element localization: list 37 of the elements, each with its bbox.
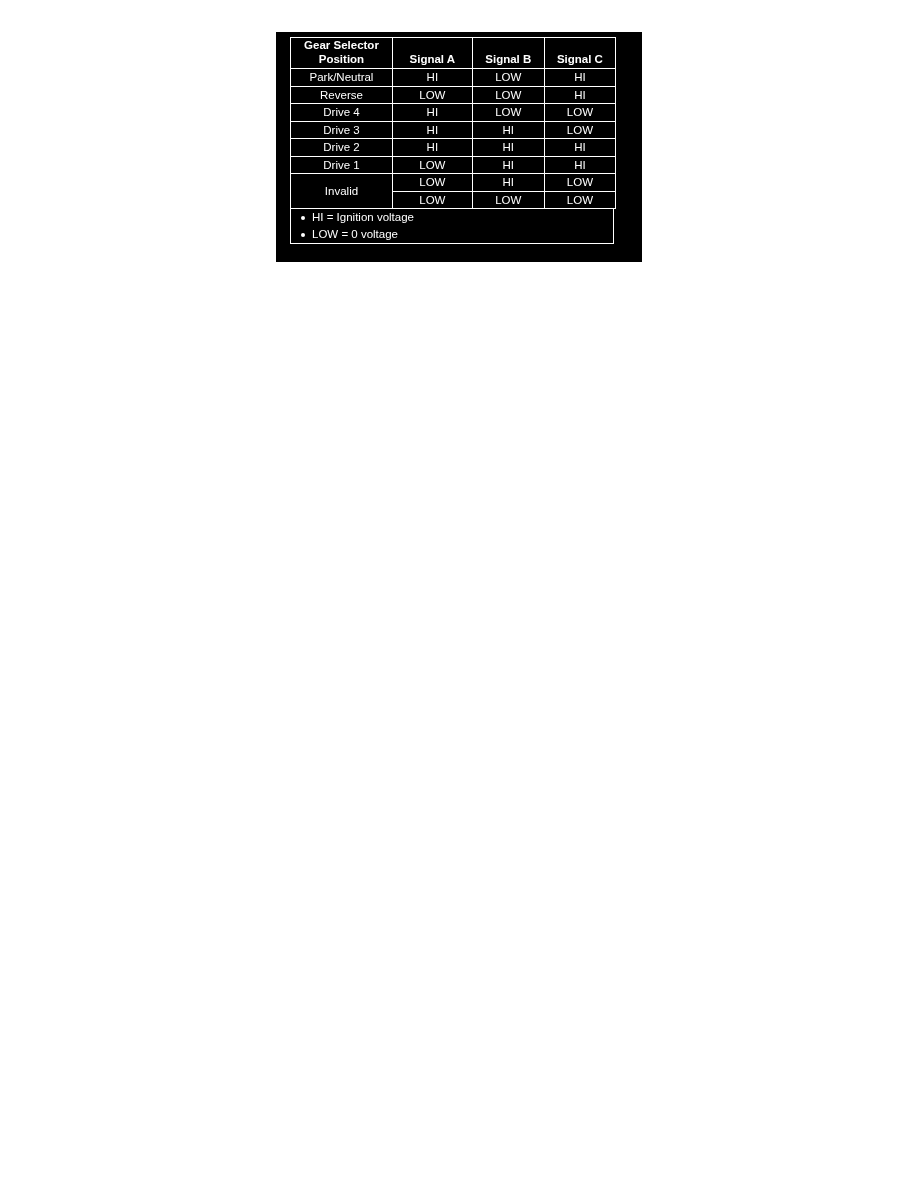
signal-value: LOW (544, 173, 616, 191)
column-header: Signal C (544, 37, 616, 69)
column-header: Signal A (392, 37, 473, 69)
signal-value: HI (472, 121, 545, 139)
note-text: LOW = 0 voltage (312, 228, 398, 240)
signal-value: HI (392, 138, 473, 156)
signal-value: LOW (544, 191, 616, 209)
signal-value: LOW (544, 121, 616, 139)
row-label: Park/Neutral (290, 68, 393, 86)
row-label: Drive 2 (290, 138, 393, 156)
signal-value: LOW (544, 103, 616, 121)
signal-value: HI (472, 173, 545, 191)
signal-value: LOW (392, 86, 473, 104)
signal-value: HI (392, 121, 473, 139)
signal-value: HI (472, 138, 545, 156)
signal-value: HI (544, 68, 616, 86)
signal-value: LOW (392, 156, 473, 174)
signal-value: LOW (472, 68, 545, 86)
signal-value: HI (544, 138, 616, 156)
row-label: Reverse (290, 86, 393, 104)
signal-value: HI (392, 68, 473, 86)
row-label: Drive 4 (290, 103, 393, 121)
signal-value: LOW (472, 86, 545, 104)
signal-value: HI (544, 86, 616, 104)
signal-value: HI (472, 156, 545, 174)
signal-value: HI (392, 103, 473, 121)
signal-value: LOW (472, 191, 545, 209)
column-header: Signal B (472, 37, 545, 69)
signal-value: LOW (392, 173, 473, 191)
note-text: HI = Ignition voltage (312, 211, 414, 223)
column-header: Gear Selector Position (290, 37, 393, 69)
row-label: Invalid (290, 173, 393, 209)
signal-value: HI (544, 156, 616, 174)
signal-value: LOW (472, 103, 545, 121)
signal-value: LOW (392, 191, 473, 209)
row-label: Drive 1 (290, 156, 393, 174)
row-label: Drive 3 (290, 121, 393, 139)
